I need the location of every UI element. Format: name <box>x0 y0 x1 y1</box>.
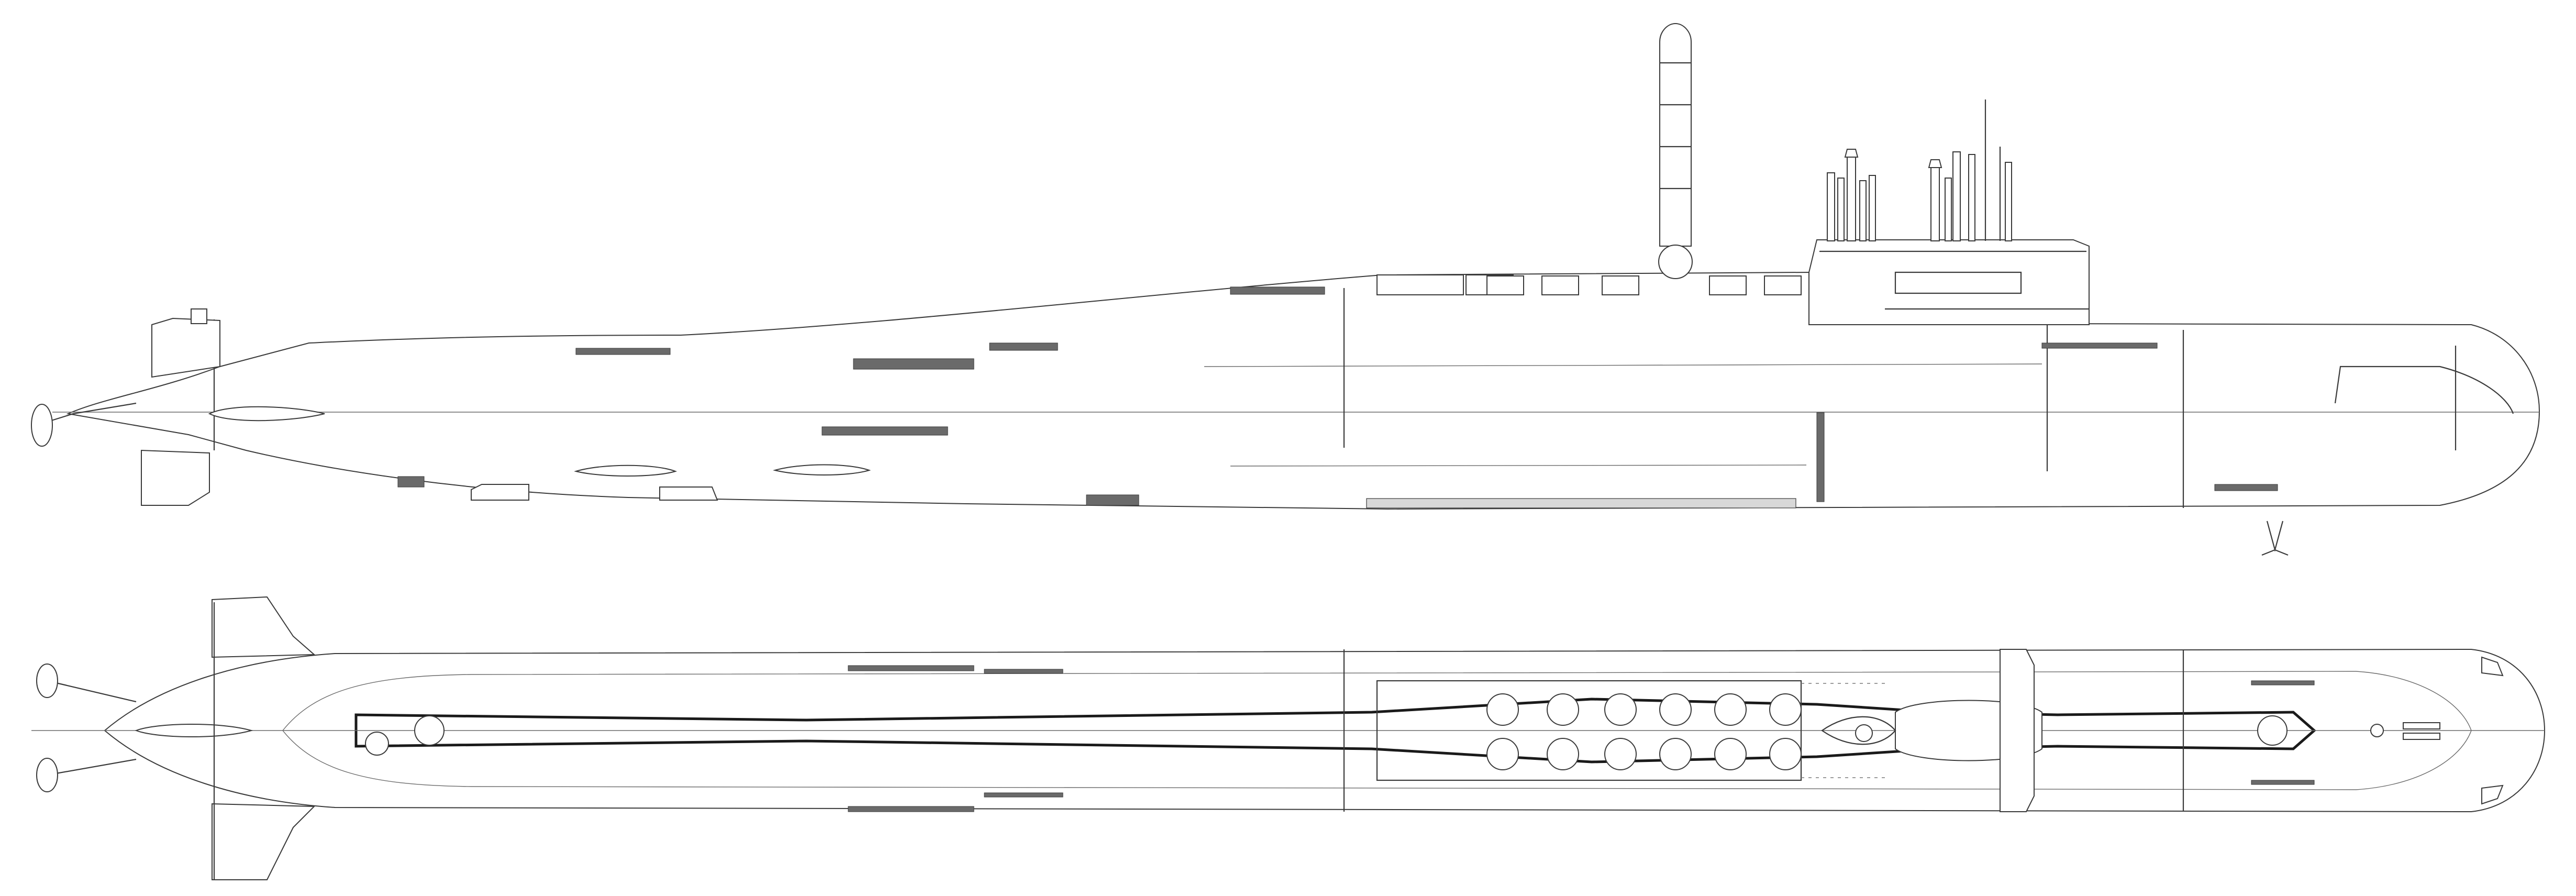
mast-7 <box>1945 178 1952 241</box>
side-elevation-view <box>31 23 2540 556</box>
vent-block <box>1816 412 1825 502</box>
plan-shaft-lower <box>47 758 137 776</box>
stern-mast <box>191 308 207 324</box>
mast-cap-2 <box>1928 159 1942 168</box>
keel-fairing <box>574 464 678 477</box>
mast-9 <box>1968 154 1975 241</box>
plan-stern-assembly <box>36 596 316 880</box>
keel-bump <box>471 484 529 501</box>
bow-sonar-dome <box>2334 366 2514 414</box>
vent-block <box>575 348 671 355</box>
mast-1 <box>1827 172 1835 241</box>
upper-rudder <box>151 317 220 378</box>
deck-fitting <box>2370 724 2384 737</box>
hatch-cover <box>1602 275 1639 295</box>
masts-group <box>1827 99 2012 241</box>
silo-hatch <box>1486 693 1519 726</box>
forward-hatch <box>2403 722 2440 729</box>
launch-tube-hatch <box>1658 245 1693 279</box>
propeller <box>31 404 53 447</box>
silo-hatch <box>1714 738 1747 770</box>
side-sail <box>1808 239 2090 325</box>
hatch-cover <box>1486 275 1524 295</box>
side-lower-line <box>1230 464 1807 467</box>
vent-block <box>2251 780 2315 785</box>
silo-row-frame <box>1376 680 1802 781</box>
vent-block <box>984 669 1063 674</box>
silo-hatch <box>1659 693 1692 726</box>
vent-block <box>989 342 1058 351</box>
plan-missile-silos <box>1376 680 1802 781</box>
lower-rudder <box>141 449 210 506</box>
mast-2 <box>1837 178 1845 241</box>
plan-rudder-post <box>135 724 253 737</box>
mast-3 <box>1847 157 1856 241</box>
silo-hatch <box>1659 738 1692 770</box>
silo-hatch <box>1547 738 1579 770</box>
side-hull-outline <box>66 271 2540 510</box>
vent-block <box>1230 286 1325 295</box>
missile-hatches <box>1376 274 1802 295</box>
bow-planes-mount <box>2261 521 2289 556</box>
hatch-cover <box>1541 275 1579 295</box>
sail-window-frame <box>1894 271 2022 294</box>
side-vent-rows <box>397 286 2278 508</box>
silo-hatch <box>1769 693 1802 726</box>
mast-10 <box>2005 162 2012 241</box>
silo-hatch <box>1547 693 1579 726</box>
vent-block <box>984 792 1063 798</box>
vent-strip <box>1366 498 1796 508</box>
vent-block <box>848 806 974 812</box>
vent-block <box>821 426 948 436</box>
plan-bow-hydroplane-lower <box>2481 784 2504 805</box>
plan-shaft-upper <box>47 680 137 703</box>
silo-hatch <box>1486 738 1519 770</box>
plan-deck-fittings <box>365 715 2384 756</box>
missile <box>1658 23 1693 279</box>
mast-8 <box>1952 151 1961 241</box>
deck-fitting <box>365 732 389 756</box>
deck-fitting <box>1855 724 1873 742</box>
vent-block <box>853 358 974 370</box>
keel-fairing <box>773 464 871 475</box>
hatch-cover <box>1376 274 1464 295</box>
plan-vent-rows <box>848 665 2440 812</box>
keel-bump <box>659 486 718 501</box>
vent-block <box>2041 342 2158 349</box>
hatch-cover <box>1709 275 1747 295</box>
forward-hatch <box>2403 733 2440 740</box>
plan-sail-fin <box>2000 649 2035 812</box>
vent-block <box>2214 484 2278 491</box>
silo-hatch <box>1714 693 1747 726</box>
plan-upper-stabilizer <box>212 596 316 658</box>
mast-4 <box>1859 180 1867 241</box>
top-plan-view <box>31 596 2546 880</box>
plan-propeller-upper <box>36 663 58 698</box>
plan-bow-hydroplane-upper <box>2481 656 2504 677</box>
vent-block <box>848 665 974 671</box>
vent-block <box>397 476 425 488</box>
mast-cap-1 <box>1844 149 1859 158</box>
stern-assembly <box>31 308 325 506</box>
mast-6 <box>1930 167 1940 241</box>
plan-propeller-lower <box>36 758 58 792</box>
deck-fitting <box>2257 715 2288 746</box>
deck-fitting <box>414 715 445 746</box>
mast-5 <box>1869 175 1876 241</box>
stern-stabilizer <box>208 406 325 422</box>
vent-block <box>1086 494 1139 506</box>
hatch-cover <box>1764 275 1802 295</box>
plan-sail-bow-detail <box>1821 716 1896 745</box>
silo-hatch <box>1769 738 1802 770</box>
plan-lower-stabilizer <box>212 803 316 880</box>
missile-body <box>1659 23 1692 247</box>
keel-fittings <box>471 464 2289 556</box>
silo-hatch <box>1604 693 1637 726</box>
vent-block <box>2251 680 2315 685</box>
silo-hatch <box>1604 738 1637 770</box>
